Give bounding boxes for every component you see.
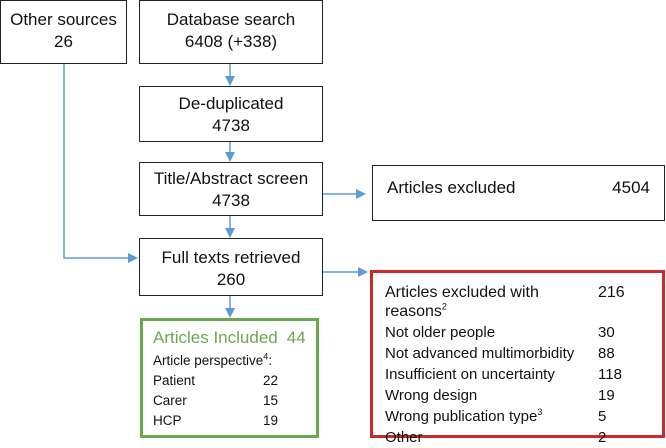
arrow-other-to-fulltext (63, 64, 138, 263)
deduplicated-count: 4738 (212, 116, 250, 135)
full-texts-label: Full texts retrieved (161, 248, 301, 267)
other-sources-count: 26 (54, 32, 73, 51)
reason-row: Not older people 30 (385, 322, 650, 343)
included-perspective: Article perspective4: (153, 351, 306, 371)
reason-row-value: 30 (598, 324, 615, 341)
reason-label-text: Wrong publication type (385, 408, 538, 425)
reason-row: Other 2 (385, 427, 650, 448)
reason-row: Insufficient on uncertainty 118 (385, 364, 650, 385)
full-texts-count: 260 (216, 270, 246, 289)
reason-row-label: Not advanced multimorbidity (385, 343, 598, 364)
included-row-label: HCP (153, 413, 182, 428)
reason-row-value: 88 (598, 345, 615, 362)
included-title: Articles Included (153, 328, 278, 347)
reason-footnote: 3 (537, 407, 543, 417)
reason-row-label: Wrong design (385, 385, 598, 406)
reason-row-value: 2 (598, 429, 607, 446)
reason-row-label: Other (385, 427, 598, 448)
articles-included-box: Articles Included 44 Article perspective… (140, 318, 319, 438)
excluded-reasons-count: 216 (598, 284, 625, 301)
reason-row-label: Wrong publication type3 (385, 406, 598, 427)
articles-excluded-box: Articles excluded 4504 (372, 165, 665, 221)
deduplicated-box: De-duplicated 4738 (139, 86, 323, 142)
excluded-reasons-footnote: 2 (441, 301, 447, 312)
title-abstract-box: Title/Abstract screen 4738 (139, 162, 323, 216)
included-row-value: 19 (263, 413, 279, 428)
reason-row: Wrong design 19 (385, 385, 650, 406)
articles-excluded-count: 4504 (612, 178, 650, 197)
excluded-reasons-box: Articles excluded with reasons2 216 Not … (370, 270, 665, 446)
perspective-footnote: 4 (263, 351, 269, 362)
included-count: 44 (286, 328, 306, 347)
reason-label-text: Other (385, 429, 423, 446)
perspective-label: Article perspective (153, 353, 264, 368)
included-row: HCP 19 (153, 411, 306, 431)
other-sources-box: Other sources 26 (0, 0, 127, 64)
reason-row-value: 118 (598, 366, 622, 383)
reason-row-value: 19 (598, 387, 615, 404)
deduplicated-label: De-duplicated (178, 94, 284, 113)
reason-row-label: Not older people (385, 322, 598, 343)
reason-label-text: Wrong design (385, 387, 478, 404)
other-sources-label: Other sources (10, 10, 117, 29)
reason-label-text: Not older people (385, 324, 496, 341)
included-row-value: 22 (263, 373, 279, 388)
reason-label-text: Not advanced multimorbidity (385, 345, 575, 362)
included-row-label: Carer (153, 393, 187, 408)
title-abstract-label: Title/Abstract screen (153, 169, 309, 188)
articles-excluded-label: Articles excluded (387, 178, 516, 197)
title-abstract-count: 4738 (212, 191, 250, 210)
reason-label-text: Insufficient on uncertainty (385, 366, 555, 383)
reason-row-value: 5 (598, 408, 607, 425)
included-row-label: Patient (153, 373, 196, 388)
database-search-box: Database search 6408 (+338) (139, 0, 323, 64)
database-search-count: 6408 (+338) (184, 32, 278, 51)
reason-row-label: Insufficient on uncertainty (385, 364, 598, 385)
excluded-reasons-title: Articles excluded with reasons (385, 284, 539, 320)
perspective-suffix: : (268, 353, 273, 368)
full-texts-box: Full texts retrieved 260 (139, 238, 323, 296)
database-search-label: Database search (166, 10, 296, 29)
included-row: Carer 15 (153, 391, 306, 411)
included-row-value: 15 (263, 393, 279, 408)
reason-row: Not advanced multimorbidity 88 (385, 343, 650, 364)
included-row: Patient 22 (153, 371, 306, 391)
